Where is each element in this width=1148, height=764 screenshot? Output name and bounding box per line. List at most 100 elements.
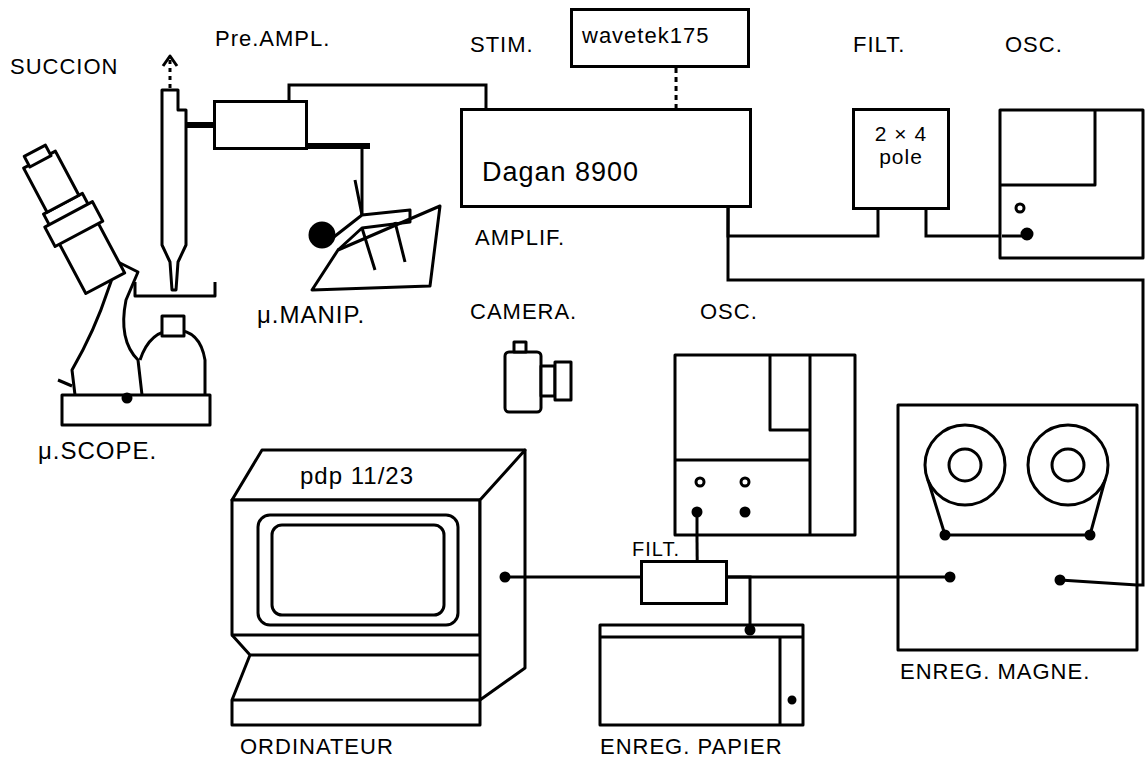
oscilloscope-bottom: [741, 478, 749, 486]
device-label: CAMERA.: [470, 300, 577, 324]
oscilloscope-bottom: [675, 355, 855, 535]
oscilloscope-top: [1000, 110, 1143, 258]
box-text: Dagan 8900: [482, 158, 639, 188]
computer: [232, 450, 525, 500]
computer: [232, 450, 525, 725]
device-label: Pre.AMPL.: [215, 27, 330, 51]
oscilloscope-bottom: [741, 508, 749, 516]
micromanipulator: [310, 223, 334, 247]
tape-recorder: [941, 531, 949, 539]
box-text: wavetek175: [582, 24, 709, 48]
paper-recorder: [600, 636, 803, 639]
oscilloscope: OSC.: [675, 355, 855, 535]
microscope: [123, 394, 131, 402]
signal-wire: [728, 577, 750, 625]
tape-recorder: [898, 405, 1137, 650]
microscope: [162, 316, 184, 336]
paper-recorder: ENREG. PAPIER: [600, 625, 803, 725]
device-label: pdp 11/23: [300, 463, 414, 489]
suction-pipette: [162, 90, 186, 290]
box-text: 2 × 4 pole: [862, 122, 940, 168]
tape-recorder: [1028, 425, 1108, 505]
device-label: ENREG. PAPIER: [600, 735, 783, 759]
device-label: FILT.: [632, 538, 680, 560]
suction-pipette: [186, 122, 213, 128]
oscilloscope-bottom: [696, 512, 699, 535]
suction-pipette: [135, 56, 215, 296]
signal-wire: [728, 208, 1143, 585]
tape-recorder: [1052, 449, 1084, 481]
part-label: SUCCION: [10, 55, 118, 79]
computer: [258, 515, 458, 625]
device-label: μ.MANIP.: [257, 302, 365, 328]
oscilloscope-top: [1000, 110, 1095, 185]
camera: [555, 362, 571, 400]
camera: CAMERA.: [505, 340, 573, 412]
stimulator-box: STIM.wavetek175: [570, 8, 750, 68]
computer: [232, 635, 480, 725]
paper-recorder: [600, 625, 803, 725]
paper-recorder: [746, 626, 754, 634]
computer: [505, 576, 525, 579]
micromanipulator: [355, 180, 405, 270]
suction-pipette: [135, 282, 215, 296]
paper-recorder: [779, 637, 782, 725]
tape-recorder: [925, 425, 1005, 505]
oscilloscope-bottom: [675, 355, 855, 535]
device-label: ORDINATEUR: [240, 735, 394, 759]
tape-recorder: [898, 405, 1137, 650]
camera: [505, 352, 541, 412]
microscope: [24, 145, 51, 167]
paper-recorder: [789, 697, 795, 703]
signal-wire: [728, 575, 898, 578]
microscope: [140, 330, 205, 395]
signal-wire: [675, 68, 678, 108]
device-label: FILT.: [853, 33, 905, 57]
filter-box: FILT.: [640, 560, 728, 605]
device-label: AMPLIF.: [475, 226, 565, 250]
tape-recorder: [949, 449, 981, 481]
computer: [232, 500, 480, 635]
tape-recorder: [1060, 580, 1137, 585]
computer: [480, 450, 525, 700]
camera: [505, 342, 571, 412]
tape-recorder: [928, 480, 1105, 535]
amplifier-box: Dagan 8900AMPLIF.: [460, 108, 752, 208]
signal-wire: [695, 535, 698, 560]
oscilloscope: OSC.: [1000, 110, 1143, 258]
micromanipulator: μ.MANIP.: [300, 118, 440, 290]
signal-wire: [728, 208, 878, 236]
device-label: ENREG. MAGNE.: [900, 660, 1090, 684]
micromanipulator: [308, 146, 440, 290]
oscilloscope-top: [1016, 204, 1024, 212]
tape-recorder: [1086, 531, 1094, 539]
microscope: [11, 138, 129, 296]
microscope: [58, 380, 72, 386]
device-label: μ.SCOPE.: [38, 438, 157, 464]
microscope: [11, 138, 210, 425]
signal-wire: [289, 85, 486, 108]
paper-recorder: [600, 625, 803, 725]
signal-wire: [926, 210, 1000, 236]
microscope: μ.SCOPE.: [30, 200, 215, 425]
micromanipulator: [312, 206, 440, 290]
camera: [514, 342, 526, 352]
suction-pipette: [163, 56, 177, 66]
oscilloscope-top: [1002, 235, 1027, 238]
signal-wire: [525, 575, 640, 578]
filter-box: FILT.2 × 4 pole: [852, 108, 950, 210]
oscilloscope-bottom: [675, 355, 810, 535]
oscilloscope-top: [1000, 110, 1143, 258]
device-label: STIM.: [470, 33, 534, 57]
tape-recorder: [898, 576, 950, 579]
oscilloscope-bottom: [696, 478, 704, 486]
device-label: OSC.: [1005, 33, 1063, 57]
computer: [272, 525, 444, 615]
computer: pdp 11/23ORDINATEUR: [232, 445, 525, 725]
microscope: [62, 395, 210, 425]
tape-recorder: ENREG. MAGNE.: [898, 405, 1137, 650]
suction-pipette: [169, 60, 172, 88]
preamp-box: Pre.AMPL.: [213, 100, 308, 150]
camera: [541, 366, 555, 396]
device-label: OSC.: [700, 300, 758, 324]
